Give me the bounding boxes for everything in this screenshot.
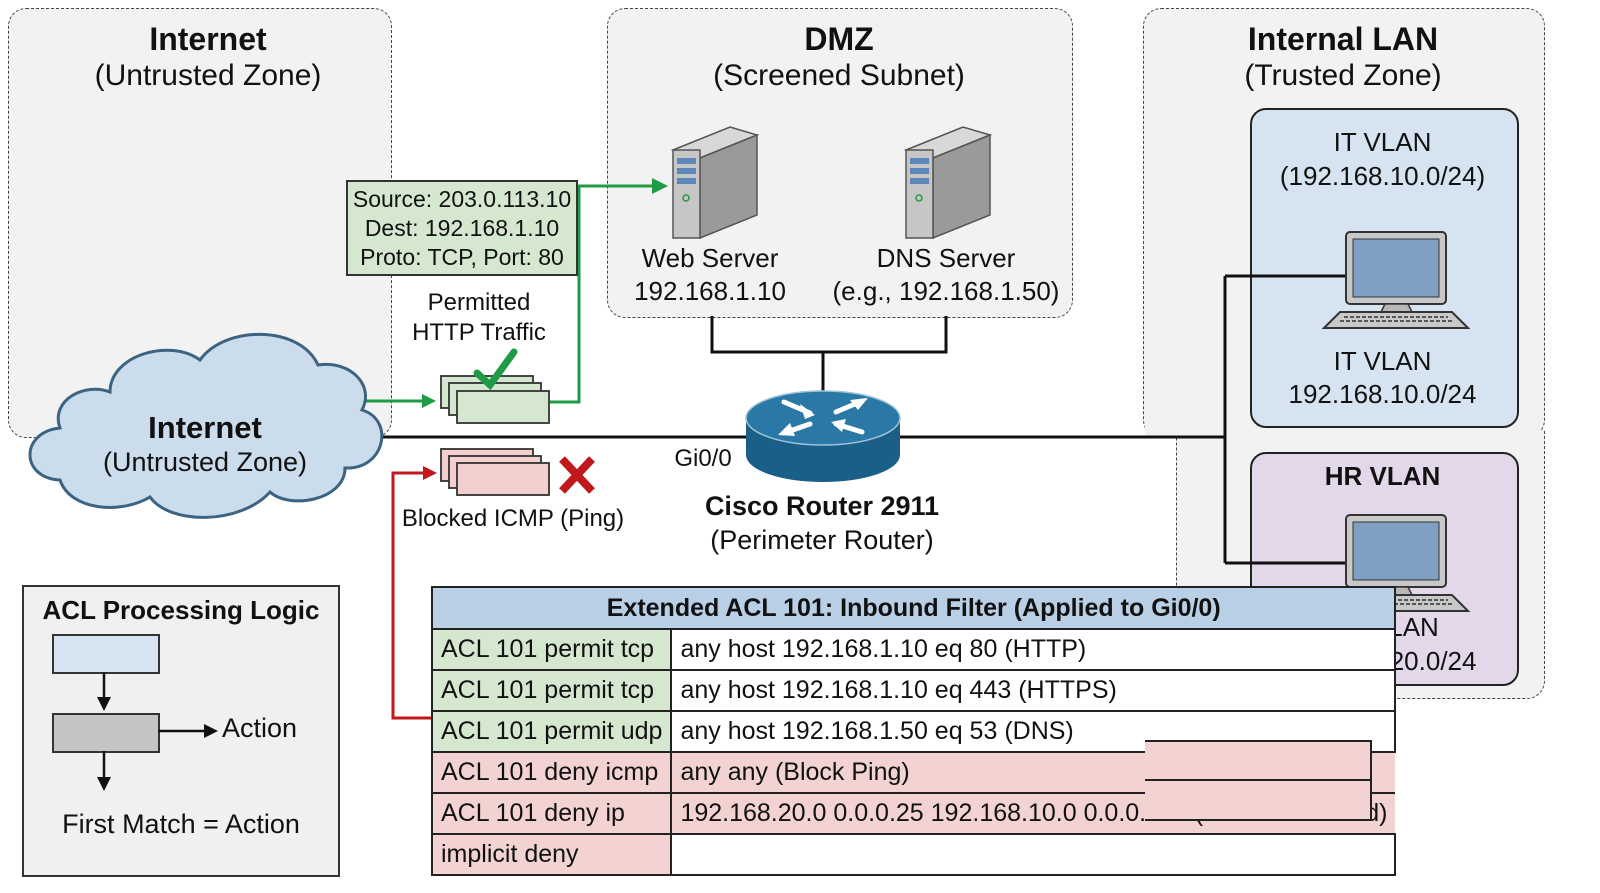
lan-zone-title: Internal LAN — [1247, 21, 1439, 57]
internet-cloud — [28, 332, 384, 519]
legend-title: ACL Processing Logic — [42, 595, 320, 625]
cloud-subtitle: (Untrusted Zone) — [102, 447, 308, 477]
dns-server-icon — [903, 126, 993, 240]
acl-rule: ACL 101 deny ip — [430, 792, 673, 835]
router-interface-label: Gi0/0 — [674, 445, 732, 472]
block-flow-arrowhead — [423, 466, 437, 480]
down-arrow-icon — [97, 777, 111, 791]
checkmark-icon — [473, 348, 518, 391]
router-role: (Perimeter Router) — [710, 525, 934, 555]
internet-zone-subtitle: (Untrusted Zone) — [94, 59, 322, 92]
acl-rule: ACL 101 permit tcp — [430, 669, 673, 712]
legend-action-label: Action — [222, 713, 298, 743]
packet-proto: Proto: TCP, Port: 80 — [360, 244, 564, 270]
it-vlan-subnet: 192.168.10.0/24 — [1288, 379, 1477, 409]
it-vlan-label: IT VLAN — [1333, 346, 1432, 376]
acl-rule: ACL 101 permit tcp — [430, 628, 673, 671]
it-pc-icon — [1321, 231, 1471, 329]
packet-info-box: Source: 203.0.113.10 Dest: 192.168.1.10 … — [346, 180, 578, 276]
acl-processing-legend: ACL Processing Logic Action First Match … — [22, 585, 340, 877]
acl-rule: implicit deny — [430, 833, 673, 876]
permit-flow-to-web — [550, 184, 655, 404]
web-arrowhead — [652, 178, 668, 194]
hr-pc-icon — [1321, 514, 1471, 612]
internet-zone-title: Internet — [149, 21, 267, 57]
table-row: ACL 101 permit tcp any host 192.168.1.10… — [430, 628, 1397, 671]
dmz-link — [710, 316, 948, 354]
acl-rule: ACL 101 permit udp — [430, 710, 673, 753]
x-mark-icon — [559, 456, 595, 494]
lan-zone-subtitle: (Trusted Zone) — [1244, 59, 1442, 92]
permit-flow-arrowhead — [422, 394, 436, 408]
dns-server-name: DNS Server — [876, 243, 1016, 273]
table-row: implicit deny — [430, 833, 1397, 876]
permitted-label-line2: HTTP Traffic — [412, 319, 546, 346]
acl-table-title: Extended ACL 101: Inbound Filter (Applie… — [430, 586, 1397, 630]
blocked-packets — [440, 448, 550, 496]
permitted-label-line1: Permitted — [427, 289, 531, 316]
packet-source: Source: 203.0.113.10 — [352, 186, 572, 212]
router-icon — [745, 390, 901, 482]
acl-table-header-row: Extended ACL 101: Inbound Filter (Applie… — [430, 586, 1397, 630]
legend-match-box — [52, 713, 160, 753]
hr-vlan-header: HR VLAN — [1324, 461, 1441, 491]
web-server-name: Web Server — [641, 243, 779, 273]
right-arrow-icon — [204, 724, 218, 738]
packet-dest: Dest: 192.168.1.10 — [364, 215, 560, 241]
table-row: ACL 101 permit tcp any host 192.168.1.10… — [430, 669, 1397, 712]
acl-detail: any host 192.168.1.10 eq 80 (HTTP) — [670, 628, 1397, 671]
web-server-ip: 192.168.1.10 — [634, 276, 786, 306]
cloud-title: Internet — [148, 410, 262, 445]
legend-arrows — [97, 672, 218, 791]
acl-detail — [670, 833, 1397, 876]
web-server-icon — [670, 126, 760, 240]
legend-rule-box — [52, 634, 160, 674]
acl-table: Extended ACL 101: Inbound Filter (Applie… — [430, 586, 1397, 876]
blocked-label: Blocked ICMP (Ping) — [401, 505, 625, 532]
deny-rows-divider — [1145, 779, 1370, 781]
dmz-zone-title: DMZ — [804, 21, 874, 57]
acl-detail: any host 192.168.1.10 eq 443 (HTTPS) — [670, 669, 1397, 712]
it-vlan-header: IT VLAN — [1333, 127, 1432, 157]
dns-server-ip: (e.g., 192.168.1.50) — [832, 276, 1060, 306]
router-name: Cisco Router 2911 — [704, 491, 940, 521]
dmz-zone-subtitle: (Screened Subnet) — [713, 59, 965, 92]
down-arrow-icon — [97, 697, 111, 711]
legend-footer: First Match = Action — [62, 809, 300, 839]
it-vlan-header-subnet: (192.168.10.0/24) — [1279, 161, 1486, 191]
acl-rule: ACL 101 deny icmp — [430, 751, 673, 794]
